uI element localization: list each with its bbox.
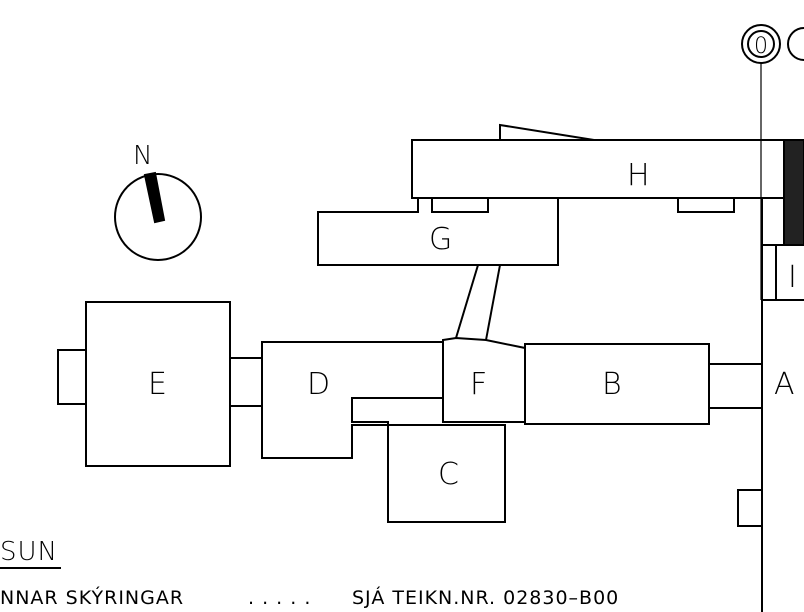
- corridor-right-wall: [485, 264, 501, 341]
- north-compass: N: [114, 141, 202, 261]
- corridor-g-f: [455, 264, 501, 341]
- building-e-label: E: [148, 367, 167, 402]
- building-d: D: [261, 341, 444, 459]
- building-b: B: [524, 343, 763, 425]
- north-arrow-icon: [143, 171, 166, 224]
- building-f: F: [442, 336, 526, 423]
- building-b-label: B: [602, 367, 622, 402]
- building-g-label: G: [429, 222, 452, 257]
- building-c-label: C: [438, 457, 459, 492]
- building-i-label: I: [788, 260, 797, 295]
- building-g-outline: [317, 197, 559, 266]
- building-h-bay-left: [431, 197, 489, 213]
- building-c-outline: [387, 424, 506, 523]
- building-d-label: D: [307, 367, 330, 402]
- corridor-left-wall: [455, 264, 479, 339]
- legend-note-left: NNAR SKÝRINGAR: [0, 586, 184, 609]
- building-e: E: [57, 301, 263, 467]
- grid-marker-label: 0: [754, 34, 768, 59]
- legend: SUN NNAR SKÝRINGAR . . . . . SJÁ TEIKN.N…: [0, 537, 619, 609]
- building-a: A: [737, 299, 804, 612]
- north-label: N: [133, 141, 152, 171]
- building-h-annex: [499, 123, 595, 141]
- building-h-outline: [411, 139, 804, 199]
- grid-marker-next-arc: [787, 27, 804, 61]
- hatched-wall: [783, 139, 804, 246]
- legend-note-right: SJÁ TEIKN.NR. 02830–B00: [352, 586, 619, 609]
- building-h-label: H: [627, 158, 650, 193]
- building-i: I: [761, 244, 804, 301]
- grid-marker-inner-circle: [747, 30, 775, 58]
- building-a-annex: [737, 489, 763, 527]
- building-c: C: [387, 424, 506, 523]
- building-g: G: [317, 197, 559, 266]
- compass-circle: [114, 173, 202, 261]
- connector-e-d: [229, 357, 263, 407]
- connector-b-a: [708, 363, 763, 409]
- building-d-outline: [261, 341, 444, 459]
- grid-marker: 0: [741, 24, 804, 300]
- building-h-bay-right: [677, 197, 735, 213]
- building-a-outline: [761, 299, 804, 612]
- legend-note-dots: . . . . .: [248, 587, 311, 609]
- building-h: H: [411, 123, 804, 246]
- building-i-outline: [761, 244, 804, 301]
- legend-heading: SUN: [0, 537, 58, 567]
- building-e-annex: [57, 349, 87, 405]
- building-f-label: F: [470, 367, 487, 402]
- building-a-label: A: [774, 367, 795, 402]
